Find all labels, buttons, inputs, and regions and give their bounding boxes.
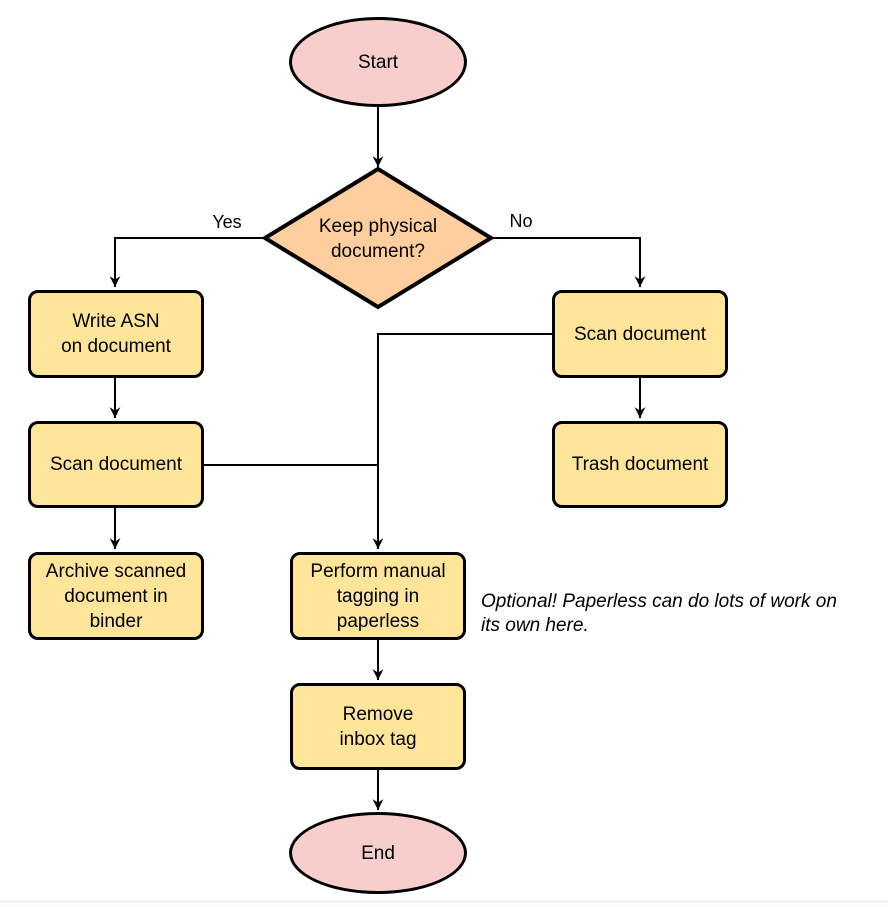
- page-bottom-strip: [0, 902, 888, 907]
- node-tagging-label: Perform manual tagging in paperless: [310, 560, 446, 632]
- node-start: Start: [289, 17, 467, 107]
- node-trash-label: Trash document: [571, 454, 709, 475]
- node-start-label: Start: [357, 51, 399, 73]
- node-scan-right: Scan document: [552, 290, 728, 378]
- edge-label-yes: Yes: [212, 212, 242, 232]
- node-scan-right-label: Scan document: [573, 323, 707, 345]
- node-remove-inbox-label: Remove inbox tag: [339, 703, 417, 750]
- annotation-note: Optional! Paperless can do lots of work …: [481, 591, 837, 636]
- edge-scan-right-to-tagging: [372, 333, 552, 549]
- node-scan-left-label: Scan document: [49, 454, 183, 475]
- decision-diamond-shape: [261, 166, 495, 310]
- node-scan-left: Scan document: [28, 421, 204, 508]
- node-write-asn: Write ASN on document: [28, 290, 204, 378]
- node-remove-inbox: Remove inbox tag: [290, 683, 466, 770]
- edge-label-no: No: [509, 211, 533, 231]
- node-archive-label: Archive scanned document in binder: [45, 560, 187, 632]
- page-bottom-divider: [0, 901, 888, 902]
- node-end-label: End: [361, 842, 395, 864]
- node-trash: Trash document: [552, 421, 728, 508]
- node-write-asn-label: Write ASN on document: [61, 311, 171, 357]
- edge-decision-no-to-scan-right: [490, 237, 646, 287]
- node-decision-label: Keep physical document?: [318, 215, 438, 262]
- node-end: End: [289, 812, 467, 894]
- edge-decision-yes-to-write-asn: [109, 237, 266, 287]
- node-tagging: Perform manual tagging in paperless: [290, 552, 466, 640]
- node-archive: Archive scanned document in binder: [28, 552, 204, 640]
